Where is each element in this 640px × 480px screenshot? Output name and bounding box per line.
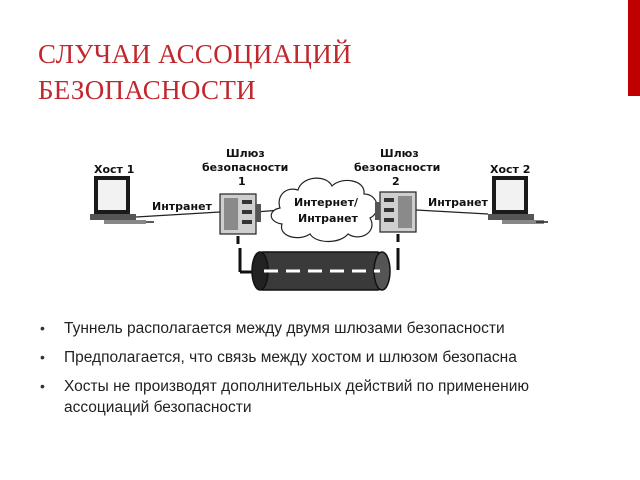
- gateway-1-device-icon: [219, 193, 261, 235]
- gateway-1-label-line-3: 1: [238, 175, 246, 188]
- slide-title-line-1: СЛУЧАИ АССОЦИАЦИЙ: [38, 39, 352, 69]
- bullet-list: Туннель располагается между двумя шлюзам…: [38, 318, 608, 426]
- gateway-2-label-line-3: 2: [392, 175, 400, 188]
- link-host1-gateway1: [135, 211, 221, 218]
- slide-title-line-2: БЕЗОПАСНОСТИ: [38, 75, 256, 105]
- host-1-computer-icon: [90, 176, 154, 224]
- tunnel-cylinder-icon: [251, 251, 391, 291]
- intranet-left-label: Интранет: [152, 200, 213, 213]
- network-diagram: Хост 1 Хост 2 Интернет/ Интранет Шлюз бе…: [90, 147, 548, 291]
- cloud-label-line-2: Интранет: [298, 212, 359, 225]
- cloud-label-line-1: Интернет/: [294, 196, 359, 209]
- host-2-label: Хост 2: [490, 163, 530, 176]
- host-2-computer-icon: [488, 176, 548, 224]
- accent-bar: [628, 0, 640, 96]
- gateway-2-device-icon: [375, 191, 417, 233]
- host-1-label: Хост 1: [94, 163, 134, 176]
- bullet-item-1: Туннель располагается между двумя шлюзам…: [38, 318, 608, 339]
- gateway-1-label-line-2: безопасности: [202, 161, 288, 174]
- gateway-2-label-line-1: Шлюз: [380, 147, 419, 160]
- slide-title: СЛУЧАИ АССОЦИАЦИЙ БЕЗОПАСНОСТИ: [38, 36, 598, 108]
- internet-cloud-icon: [270, 177, 378, 243]
- gateway-1-label-line-1: Шлюз: [226, 147, 265, 160]
- link-gateway2-host2: [415, 209, 489, 215]
- bullet-item-2: Предполагается, что связь между хостом и…: [38, 347, 608, 368]
- gateway-2-label-line-2: безопасности: [354, 161, 440, 174]
- bullet-item-3: Хосты не производят дополнительных дейст…: [38, 376, 608, 418]
- intranet-right-label: Интранет: [428, 196, 489, 209]
